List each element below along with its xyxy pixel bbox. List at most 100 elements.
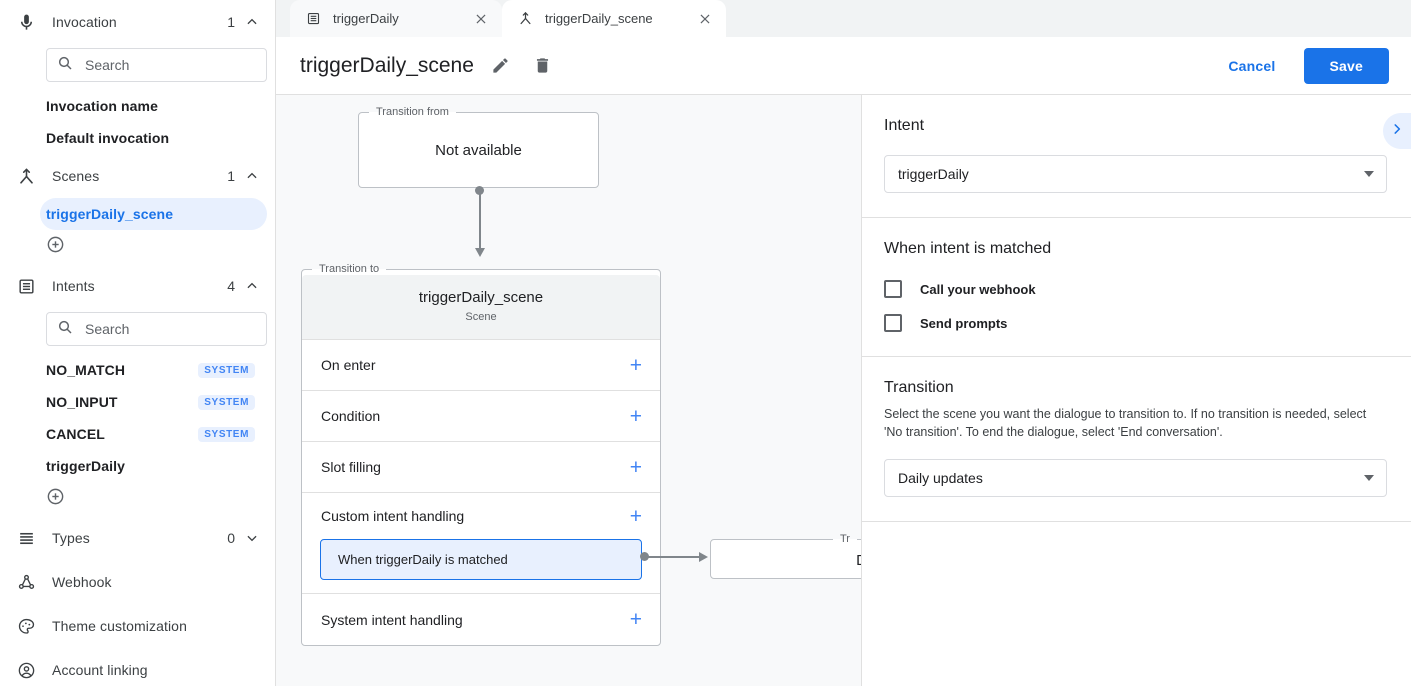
scene-row-on-enter[interactable]: On enter + [302, 340, 660, 391]
chevron-down-icon [1364, 475, 1374, 482]
sidebar-item-invocation-name[interactable]: Invocation name [40, 90, 267, 122]
intents-search-box[interactable] [46, 312, 268, 346]
webhook-icon [14, 570, 38, 594]
add-icon[interactable]: + [629, 608, 642, 631]
sidebar-group-scenes[interactable]: Scenes 1 [0, 154, 275, 198]
when-matched-section: When intent is matched Call your webhook… [862, 218, 1411, 357]
sidebar-group-intents[interactable]: Intents 4 [0, 264, 275, 308]
checkbox-label: Call your webhook [920, 281, 1036, 297]
checkbox-icon[interactable] [884, 314, 902, 332]
trash-icon[interactable] [528, 51, 558, 81]
sidebar-item-label: triggerDaily [46, 458, 125, 474]
sidebar-item-account-linking[interactable]: Account linking [0, 648, 275, 686]
transition-from-value: Not available [435, 142, 522, 159]
chevron-up-icon[interactable] [245, 15, 259, 29]
checkbox-send-prompts[interactable]: Send prompts [884, 314, 1387, 332]
scene-row-label: Custom intent handling [321, 508, 465, 524]
add-icon[interactable]: + [629, 353, 642, 377]
scene-row-label: System intent handling [321, 611, 463, 628]
invocation-search-box[interactable] [46, 48, 268, 82]
add-icon[interactable]: + [629, 504, 642, 528]
transition-description: Select the scene you want the dialogue t… [884, 407, 1367, 440]
scene-branch-icon [518, 11, 534, 27]
scene-graph-canvas[interactable]: Transition from Not available Transition… [276, 95, 862, 686]
sidebar-item-cancel[interactable]: CANCEL SYSTEM [40, 418, 267, 450]
chevron-right-icon [1390, 122, 1404, 141]
sidebar-group-count: 1 [227, 14, 235, 30]
sidebar-item-label: Invocation name [46, 98, 158, 114]
scene-card[interactable]: Transition to triggerDaily_scene Scene O… [301, 263, 661, 646]
sidebar-group-count: 0 [227, 530, 235, 546]
scene-card-subtitle: Scene [465, 311, 497, 323]
transition-select-value: Daily updates [898, 470, 983, 487]
transition-from-card[interactable]: Transition from Not available [358, 106, 599, 188]
pencil-icon[interactable] [486, 51, 516, 81]
transition-select[interactable]: Daily updates [884, 459, 1387, 498]
cancel-button[interactable]: Cancel [1214, 49, 1289, 83]
scene-row-system-intent-handling[interactable]: System intent handling + [302, 594, 660, 645]
sidebar-item-triggerdaily-scene[interactable]: triggerDaily_scene [40, 198, 267, 230]
tab-triggerdaily-scene[interactable]: triggerDaily_scene [502, 0, 726, 37]
scene-row-custom-intent-handling[interactable]: Custom intent handling + [302, 493, 660, 539]
sidebar-item-triggerdaily[interactable]: triggerDaily [40, 450, 267, 482]
transition-section-title: Transition [884, 379, 954, 396]
sidebar-item-label: CANCEL [46, 426, 105, 442]
content-area: triggerDaily triggerDaily_scene [276, 0, 1411, 686]
connector-line [644, 556, 700, 558]
connector-arrowhead [699, 552, 708, 562]
chevron-down-icon [1364, 171, 1374, 177]
connector-arrowhead [475, 248, 485, 257]
sidebar-group-label: Scenes [52, 168, 100, 184]
sidebar-item-label: Account linking [52, 662, 148, 678]
sidebar-group-invocation[interactable]: Invocation 1 [0, 0, 275, 44]
search-icon [57, 55, 83, 76]
search-icon [57, 319, 83, 340]
scene-branch-icon [14, 164, 38, 188]
transition-target-legend: Tr [840, 533, 850, 545]
scene-row-label: Condition [321, 408, 381, 424]
tab-triggerdaily[interactable]: triggerDaily [290, 0, 502, 37]
save-button[interactable]: Save [1303, 47, 1389, 84]
add-intent-button[interactable] [0, 482, 275, 516]
scene-card-header: triggerDaily_scene Scene [302, 275, 660, 340]
tab-label: triggerDaily [333, 11, 399, 26]
scene-row-condition[interactable]: Condition + [302, 391, 660, 442]
add-icon[interactable]: + [629, 455, 642, 479]
sidebar-item-no-input[interactable]: NO_INPUT SYSTEM [40, 386, 267, 418]
invocation-search-input[interactable] [83, 56, 268, 74]
add-icon[interactable]: + [629, 404, 642, 428]
intent-section-title: Intent [884, 117, 925, 134]
chevron-up-icon[interactable] [245, 279, 259, 293]
transition-section: Transition Select the scene you want the… [862, 357, 1411, 523]
scene-card-name: triggerDaily_scene [418, 289, 544, 306]
plus-circle-icon [46, 235, 65, 259]
checkbox-call-your-webhook[interactable]: Call your webhook [884, 280, 1387, 298]
plus-circle-icon [46, 487, 65, 511]
transition-target-card[interactable]: Tr Dail [710, 533, 861, 579]
tab-label: triggerDaily_scene [545, 11, 653, 26]
scene-row-slot-filling[interactable]: Slot filling + [302, 442, 660, 493]
checkbox-icon[interactable] [884, 280, 902, 298]
sidebar-item-webhook[interactable]: Webhook [0, 560, 275, 604]
page-title: triggerDaily_scene [300, 53, 474, 77]
intent-select[interactable]: triggerDaily [884, 155, 1387, 193]
properties-panel: Intent triggerDaily When intent is match… [862, 95, 1411, 686]
checkbox-label: Send prompts [920, 315, 1008, 331]
collapse-panel-button[interactable] [1383, 113, 1411, 149]
sidebar-item-label: Webhook [52, 574, 112, 590]
when-matched-title: When intent is matched [884, 240, 1052, 257]
sidebar-item-theme-customization[interactable]: Theme customization [0, 604, 275, 648]
close-icon[interactable] [474, 12, 488, 26]
chevron-down-icon[interactable] [245, 531, 259, 545]
intents-list-icon [14, 274, 38, 298]
sidebar-item-no-match[interactable]: NO_MATCH SYSTEM [40, 354, 267, 386]
intents-search-input[interactable] [83, 320, 268, 338]
intent-handler-chip[interactable]: When triggerDaily is matched [320, 539, 642, 580]
sidebar-group-types[interactable]: Types 0 [0, 516, 275, 560]
add-scene-button[interactable] [0, 230, 275, 264]
palette-icon [14, 614, 38, 638]
sidebar-item-default-invocation[interactable]: Default invocation [40, 122, 267, 154]
chevron-up-icon[interactable] [245, 169, 259, 183]
close-icon[interactable] [698, 12, 712, 26]
